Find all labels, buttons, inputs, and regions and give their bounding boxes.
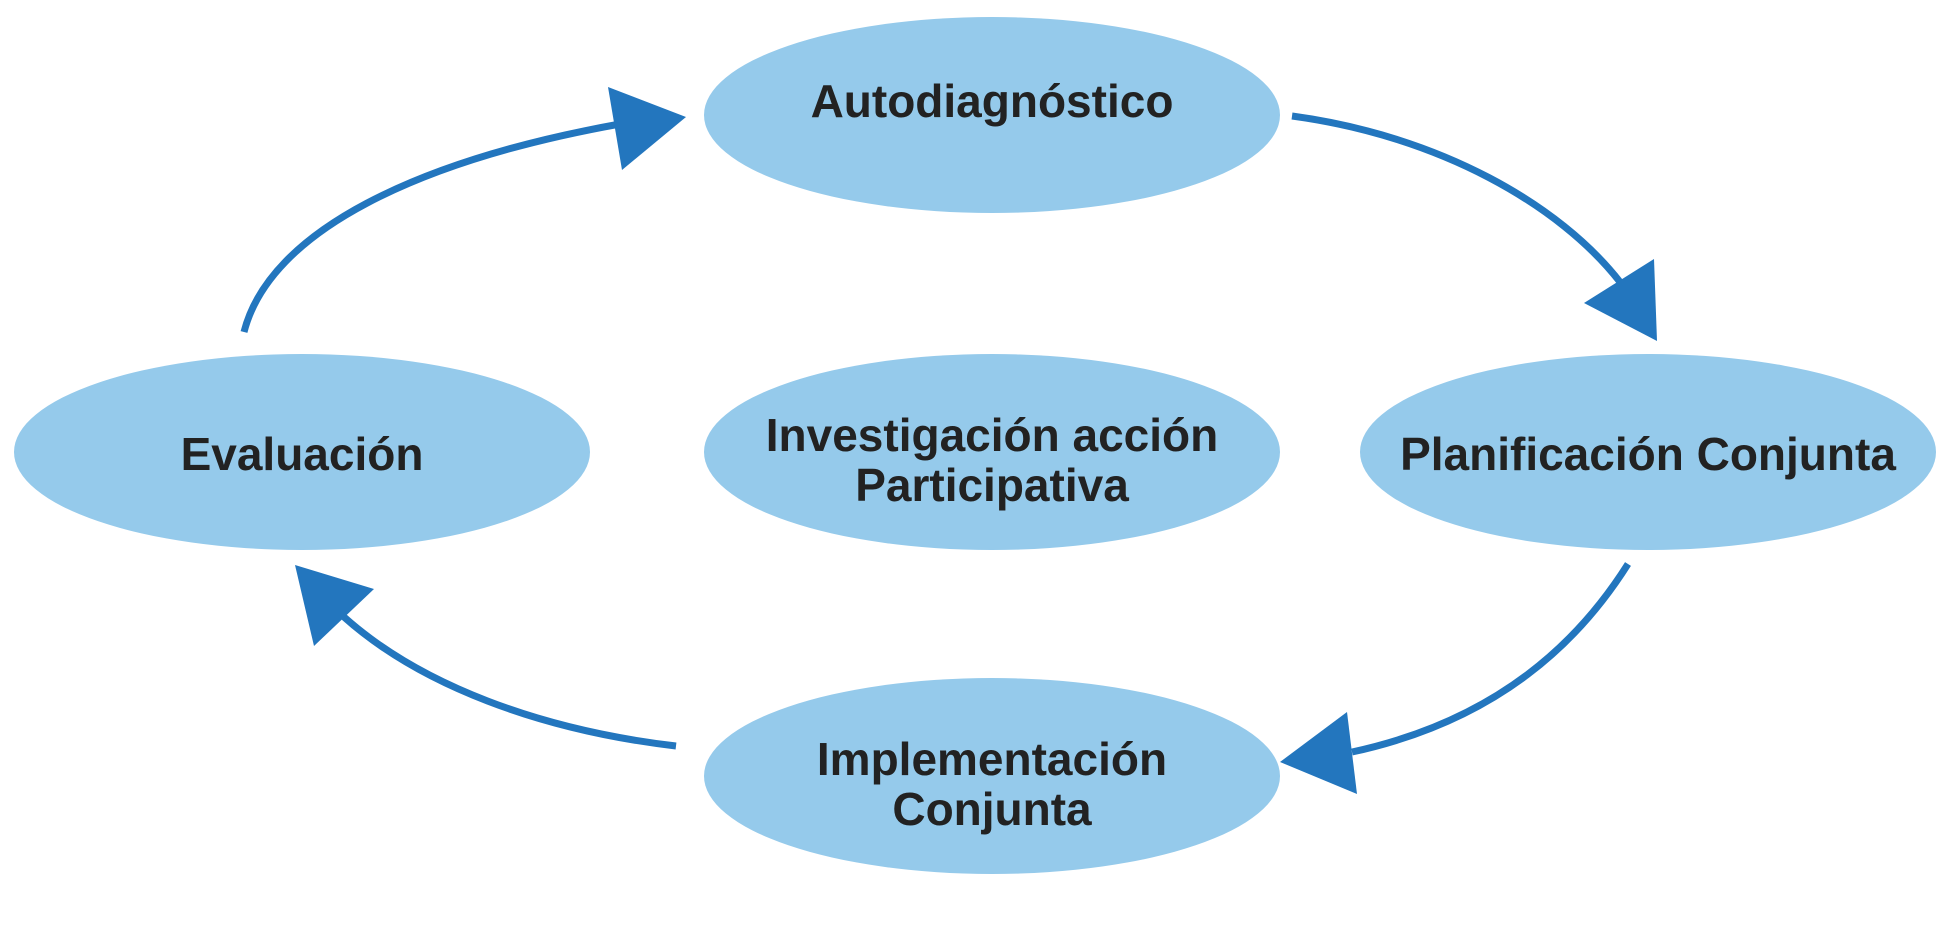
node-autodiagnostico-label: Autodiagnóstico	[810, 75, 1174, 127]
node-evaluacion-label: Evaluación	[180, 428, 424, 480]
arrow-top-to-right-head	[1584, 259, 1657, 341]
node-evaluacion-shape	[14, 354, 590, 550]
node-center-shape	[704, 354, 1280, 550]
arrow-right-to-bottom-head	[1280, 712, 1357, 794]
arrow-left-to-top-line	[240, 120, 621, 333]
arrow-bottom-to-left-line	[341, 614, 677, 750]
node-autodiagnostico-shape	[704, 17, 1280, 213]
node-implementacion-shape	[704, 678, 1280, 874]
node-planificacion-label: Planificación Conjunta	[1400, 428, 1896, 480]
arrow-right-to-bottom-line	[1351, 562, 1631, 756]
arrow-top-to-right-line	[1291, 112, 1623, 285]
node-center-label: Investigación acción Participativa	[765, 409, 1219, 511]
node-planificacion-shape	[1360, 354, 1936, 550]
arrow-left-to-top-head	[608, 87, 686, 170]
node-implementacion-label: Implementación Conjunta	[816, 733, 1168, 835]
arrow-bottom-to-left-head	[295, 565, 374, 646]
